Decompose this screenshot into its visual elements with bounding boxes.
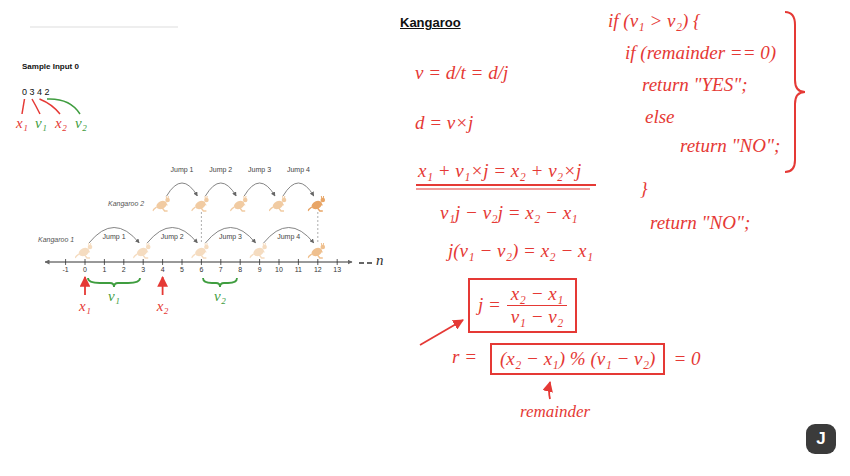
tick-number: 12 — [314, 266, 322, 274]
jump-arcs — [89, 183, 314, 243]
equation: x₁ + v₁×j = x₂ + v₂×j — [418, 160, 581, 182]
variable-name: x₂ — [55, 115, 67, 132]
logo-badge: J — [806, 424, 836, 454]
tick-number: 7 — [219, 266, 223, 274]
tick-number: 2 — [122, 266, 126, 274]
variable-name: v₂ — [214, 288, 226, 305]
equation: = 0 — [673, 348, 700, 370]
tick-number: 11 — [295, 266, 302, 274]
rule — [30, 27, 178, 28]
jump-label: Jump 2 — [209, 166, 232, 174]
jump-label: Jump 1 — [103, 233, 126, 241]
variable-name: x₁ — [79, 298, 91, 315]
code-line: } — [640, 178, 648, 200]
kangaroo-label: Kangaroo 2 — [108, 200, 144, 208]
formula-box: (x₂ − x₁) % (v₁ − v₂) — [490, 343, 665, 375]
jump-label: Jump 3 — [248, 166, 271, 174]
jump-label: Jump 4 — [287, 166, 310, 174]
equation: j(v₁ − v₂) = x₂ − x₁ — [448, 240, 593, 262]
variable-name: v₁ — [108, 288, 120, 305]
tick-number: 4 — [161, 266, 165, 274]
tick-number: 0 — [83, 266, 87, 274]
input-values: 0 3 4 2 — [22, 87, 50, 97]
variable-name: x₁ — [16, 115, 28, 132]
pointer-arrow — [420, 320, 463, 345]
tick-number: 8 — [238, 266, 242, 274]
variable-name: v₂ — [75, 115, 87, 132]
ticks — [66, 259, 338, 265]
code-line: else — [645, 106, 675, 128]
pointer-arrow — [549, 382, 550, 399]
tick-number: 10 — [275, 266, 283, 274]
jump-label: Jump 3 — [219, 233, 242, 241]
formula-text: v₁ − v₂ — [507, 306, 567, 328]
dashes — [359, 262, 372, 264]
braces — [88, 278, 237, 287]
code-line: return "NO"; — [650, 212, 750, 234]
equation: d = v×j — [415, 112, 473, 134]
variable-name: v₁ — [35, 115, 47, 132]
tick-number: 3 — [141, 266, 145, 274]
variable-name: x₂ — [157, 298, 169, 315]
formula-text: x₂ − x₁ — [507, 283, 567, 306]
kangaroo-2 — [153, 196, 325, 211]
code-line: return "NO"; — [680, 135, 780, 157]
kangaroo-1 — [75, 243, 325, 258]
formula-text: j = — [478, 294, 501, 316]
leader-lines — [22, 99, 80, 114]
tick-number: 9 — [258, 266, 262, 274]
jump-label: Jump 2 — [161, 233, 184, 241]
caption-label: Sample Input 0 — [22, 62, 79, 71]
tick-number: 6 — [199, 266, 203, 274]
jump-label: Jump 1 — [171, 166, 194, 174]
position-arrows — [85, 277, 163, 295]
code-brace — [785, 12, 805, 172]
note: remainder — [520, 402, 590, 422]
formula-box: j = x₂ − x₁v₁ − v₂ — [468, 278, 577, 333]
tick-number: 13 — [333, 266, 341, 274]
guide-lines — [201, 212, 317, 242]
tick-number: 5 — [180, 266, 184, 274]
tick-number: 1 — [102, 266, 106, 274]
code-line: if (v₁ > v₂) { — [608, 10, 701, 32]
fraction: x₂ − x₁v₁ − v₂ — [507, 283, 567, 328]
node-text: (x₂ − x₁) % (v₁ − v₂) — [500, 348, 655, 370]
number-line — [45, 262, 352, 263]
code-line: return "YES"; — [642, 74, 748, 96]
equation: r = — [452, 346, 477, 368]
tick-number: -1 — [62, 266, 68, 274]
node-text: J — [816, 429, 825, 449]
jump-label: Jump 4 — [277, 233, 300, 241]
equation: v = d/t = d/j — [415, 62, 508, 84]
title: Kangaroo — [400, 16, 461, 31]
underline — [416, 184, 596, 186]
code-line: if (remainder == 0) — [625, 42, 776, 64]
underline — [416, 188, 590, 189]
kangaroo-label: Kangaroo 1 — [38, 236, 74, 244]
axis-label: n — [376, 252, 384, 269]
equation: v₁j − v₂j = x₂ − x₁ — [440, 202, 578, 224]
